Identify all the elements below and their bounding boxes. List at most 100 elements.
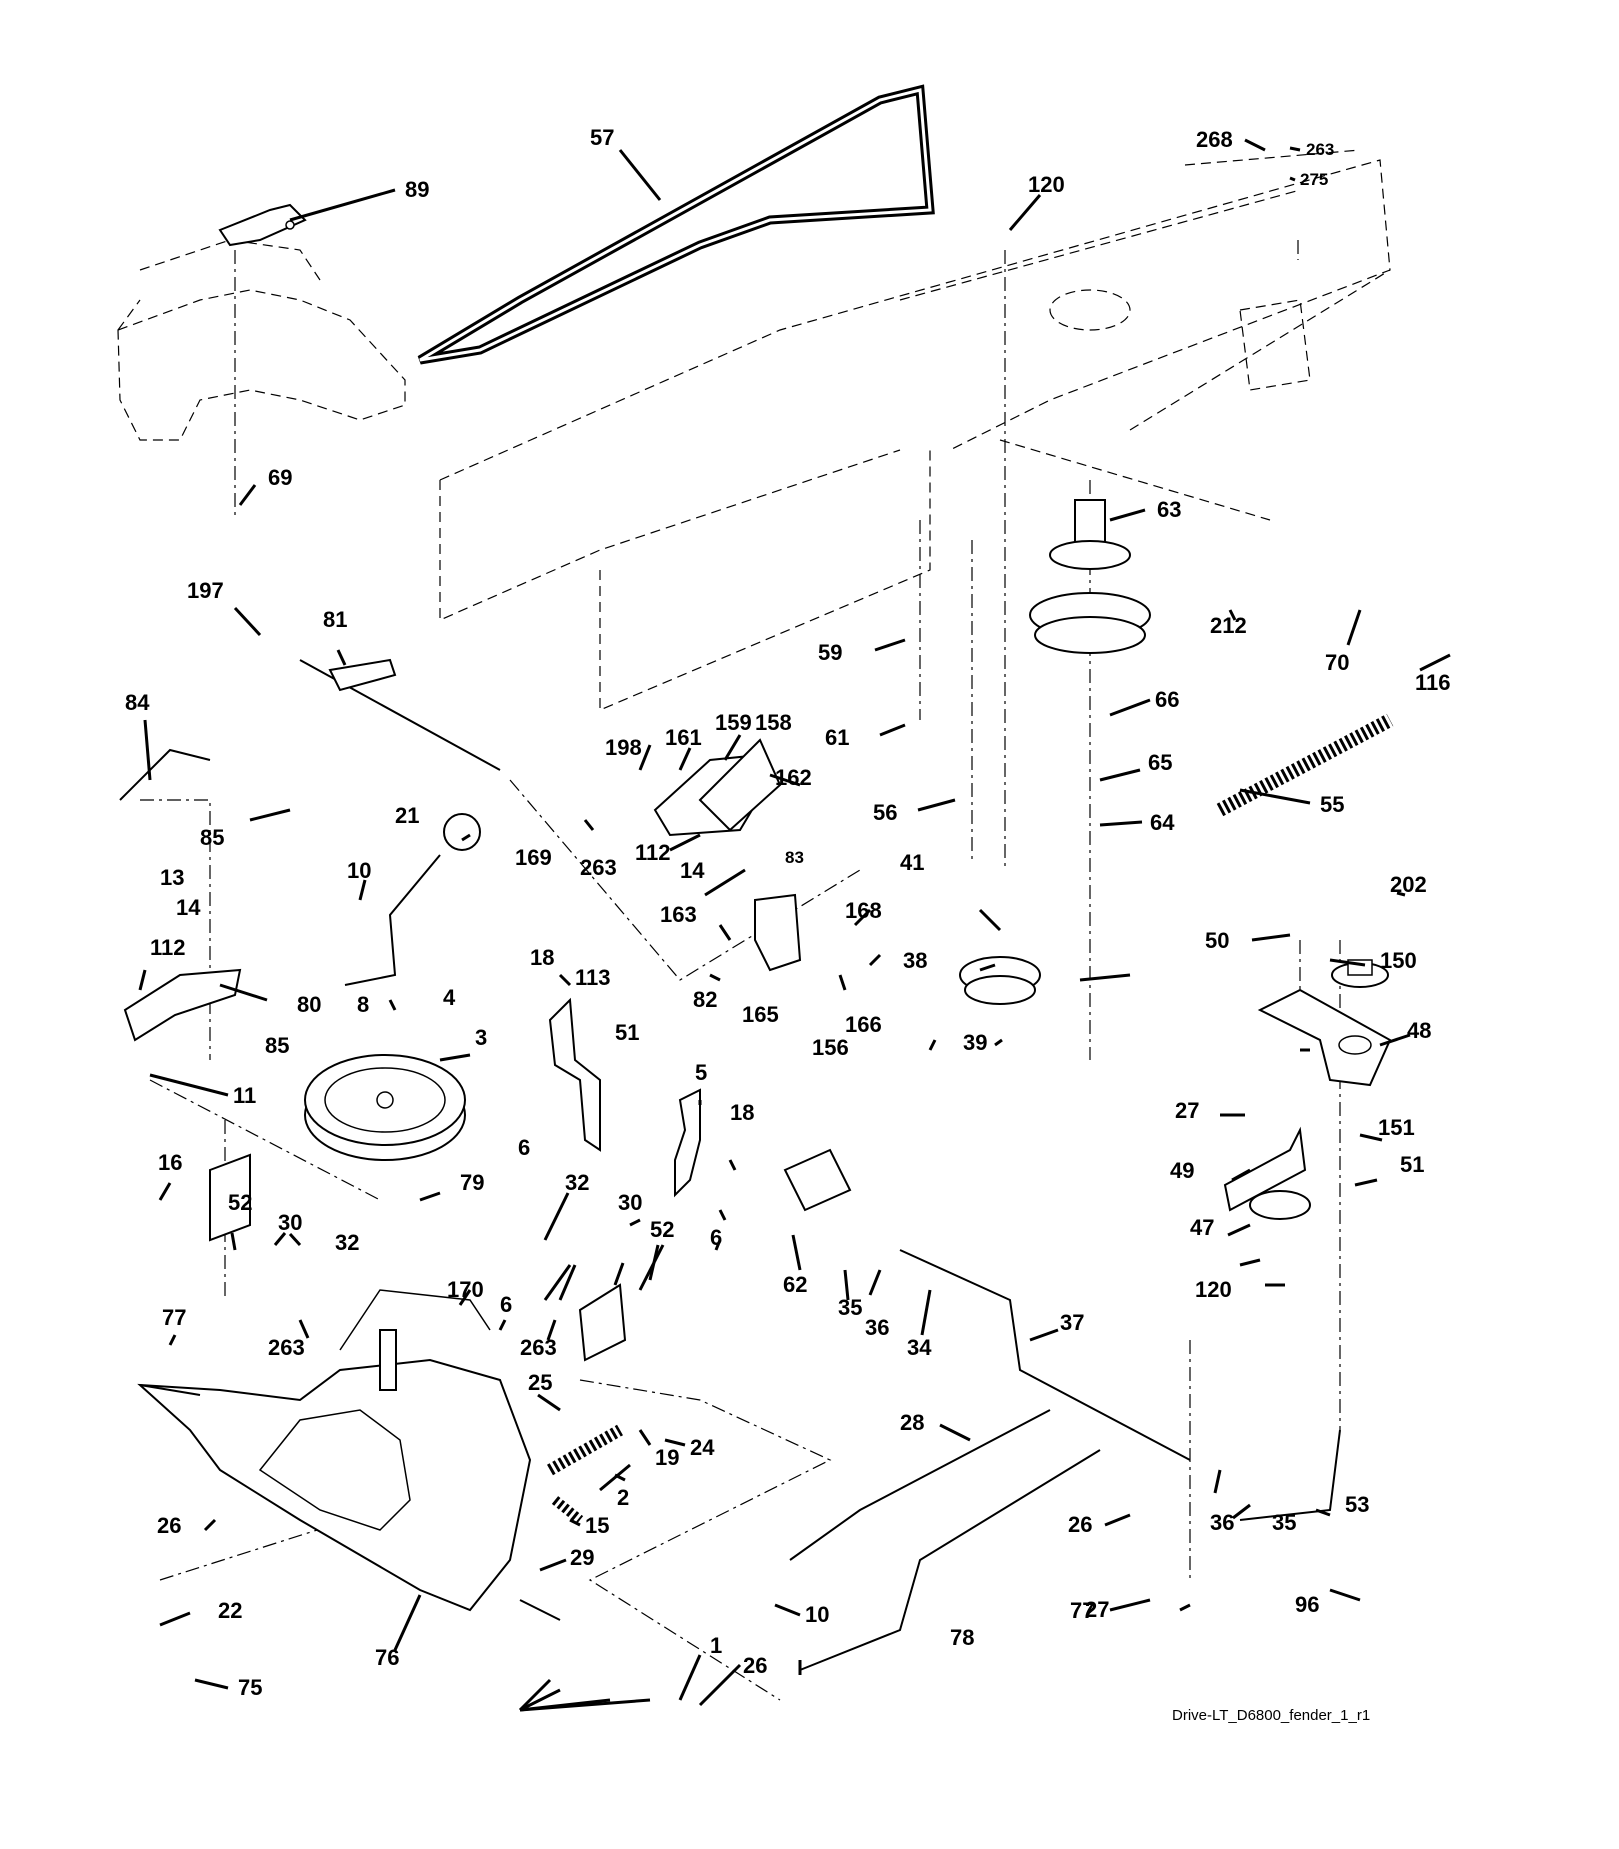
diagram-caption: Drive-LT_D6800_fender_1_r1 xyxy=(1172,1707,1370,1724)
rod-53 xyxy=(1239,1429,1341,1521)
rod-170 xyxy=(339,1289,491,1351)
part-label: 53 xyxy=(1345,1492,1369,1517)
part-label: 158 xyxy=(755,710,792,735)
part-label: 15 xyxy=(585,1513,609,1538)
part-label: 202 xyxy=(1390,872,1427,897)
part-label: 49 xyxy=(1170,1158,1194,1183)
part-label: 14 xyxy=(680,858,705,883)
part-label: 27 xyxy=(1175,1098,1199,1123)
part-label: 34 xyxy=(907,1335,932,1360)
part-label: 70 xyxy=(1325,650,1349,675)
part-label: 8 xyxy=(357,992,369,1017)
part-label: 19 xyxy=(655,1445,679,1470)
part-label: 51 xyxy=(615,1020,639,1045)
part-label: 150 xyxy=(1380,948,1417,973)
part-label: 14 xyxy=(176,895,201,920)
part-label: 81 xyxy=(323,607,347,632)
frame-outline xyxy=(439,149,1391,711)
part-label: 47 xyxy=(1190,1215,1214,1240)
part-label: 10 xyxy=(347,858,371,883)
fender-outline xyxy=(117,239,406,441)
part-label: 275 xyxy=(1300,170,1328,189)
part-label: 169 xyxy=(515,845,552,870)
part-label: 77 xyxy=(1070,1598,1094,1623)
idler-pulley-38 xyxy=(959,956,1041,1005)
part-label: 37 xyxy=(1060,1310,1084,1335)
bracket-159-158 xyxy=(653,738,782,837)
part-label: 80 xyxy=(297,992,321,1017)
idler-pulley-47 xyxy=(1223,1126,1311,1220)
spacer-62 xyxy=(783,1148,852,1212)
rod-84 xyxy=(119,748,211,801)
part-label: 4 xyxy=(443,985,456,1010)
part-label: 89 xyxy=(405,177,429,202)
part-label: 159 xyxy=(715,710,752,735)
part-label: 85 xyxy=(265,1033,289,1058)
part-label: 85 xyxy=(200,825,224,850)
part-label: 62 xyxy=(783,1272,807,1297)
part-label: 63 xyxy=(1157,497,1181,522)
part-label: 69 xyxy=(268,465,292,490)
part-label: 61 xyxy=(825,725,849,750)
bracket-30-left xyxy=(209,1153,251,1242)
part-label: 13 xyxy=(160,865,184,890)
part-label: 6 xyxy=(518,1135,530,1160)
part-label: 26 xyxy=(1068,1512,1092,1537)
part-label: 112 xyxy=(150,935,186,960)
transaxle xyxy=(137,1329,561,1621)
part-label: 83 xyxy=(785,848,804,867)
part-label: 113 xyxy=(575,965,611,990)
shift-plate xyxy=(218,203,307,247)
bracket-48 xyxy=(1257,988,1392,1087)
part-label: 36 xyxy=(865,1315,889,1340)
part-label: 27 xyxy=(1085,1597,1109,1622)
part-label: 30 xyxy=(278,1210,302,1235)
rod-34 xyxy=(899,1249,1191,1461)
part-label: 82 xyxy=(693,987,717,1012)
part-label: 26 xyxy=(157,1513,181,1538)
bracket-165 xyxy=(754,893,802,972)
part-label: 59 xyxy=(818,640,842,665)
part-label: 32 xyxy=(335,1230,359,1255)
part-label: 212 xyxy=(1210,613,1247,638)
part-label: 38 xyxy=(903,948,927,973)
part-label: 197 xyxy=(187,578,224,603)
part-label: 162 xyxy=(775,765,812,790)
part-label: 112 xyxy=(635,840,671,865)
part-label: 151 xyxy=(1378,1115,1415,1140)
transaxle-pulley xyxy=(304,1054,466,1161)
part-labels: 57 89 120 268 263 275 69 63 212 70 116 1… xyxy=(125,125,1451,1724)
part-label: 2 xyxy=(617,1485,629,1510)
spring xyxy=(1216,713,1394,817)
part-label: 32 xyxy=(565,1170,589,1195)
part-label: 52 xyxy=(650,1217,674,1242)
part-label: 56 xyxy=(873,800,897,825)
part-label: 156 xyxy=(812,1035,849,1060)
part-label: 268 xyxy=(1196,127,1233,152)
part-label: 79 xyxy=(460,1170,484,1195)
part-label: 29 xyxy=(570,1545,594,1570)
part-label: 22 xyxy=(218,1598,242,1623)
part-label: 263 xyxy=(1306,140,1334,159)
part-label: 52 xyxy=(228,1190,252,1215)
part-label: 6 xyxy=(500,1292,512,1317)
drive-pulley-upper xyxy=(1029,499,1151,654)
part-label: 36 xyxy=(1210,1510,1234,1535)
leader-lines xyxy=(138,138,1451,1712)
spring-25 xyxy=(547,1424,623,1476)
part-label: 65 xyxy=(1148,750,1172,775)
part-label: 48 xyxy=(1407,1018,1431,1043)
part-label: 168 xyxy=(845,898,882,923)
part-label: 18 xyxy=(730,1100,754,1125)
part-label: 78 xyxy=(950,1625,974,1650)
part-label: 116 xyxy=(1415,670,1451,695)
part-label: 6 xyxy=(710,1225,722,1250)
part-label: 10 xyxy=(805,1602,829,1627)
part-label: 76 xyxy=(375,1645,399,1670)
part-label: 84 xyxy=(125,690,150,715)
part-label: 263 xyxy=(520,1335,557,1360)
spring-2 xyxy=(551,1496,584,1524)
part-label: 50 xyxy=(1205,928,1229,953)
part-label: 120 xyxy=(1195,1277,1232,1302)
